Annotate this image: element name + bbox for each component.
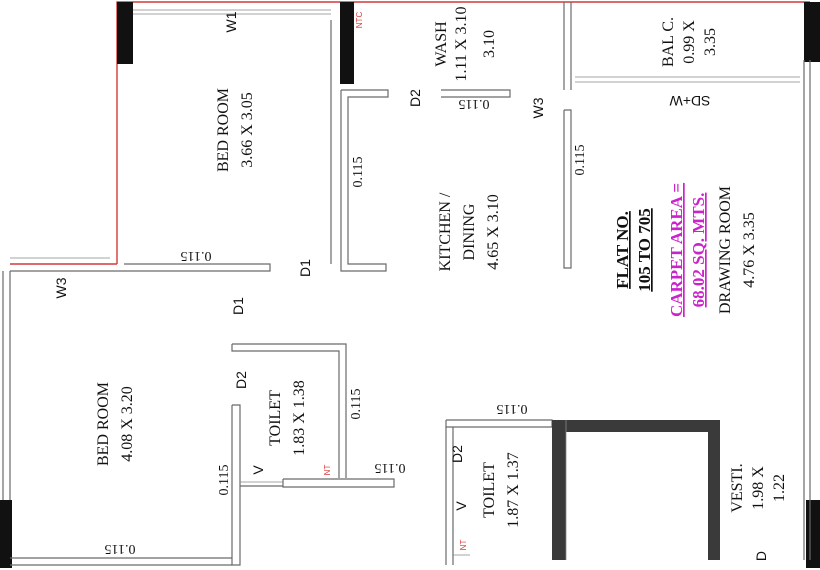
vesti-name: VESTI.: [729, 463, 746, 512]
wash-size: 1.11 X 3.10: [453, 7, 470, 82]
dim-bed2-bottom: 0.115: [105, 541, 136, 556]
wash-label: WASH 1.11 X 3.10: [433, 7, 470, 82]
toilet-1-size: 1.83 X 1.38: [291, 380, 308, 456]
kitchen-size: 4.65 X 3.10: [485, 194, 502, 270]
note-nt-a: NT: [323, 465, 332, 476]
drawing-room-size: 4.76 X 3.35: [741, 212, 758, 288]
tag-sdw: SD+W: [669, 93, 711, 109]
tag-w1: W1: [223, 11, 239, 32]
thick-walls: [552, 420, 720, 560]
tag-w3-left: W3: [53, 277, 69, 298]
balc-size-a: 0.99 X: [681, 20, 698, 64]
toilet-2-size: 1.87 X 1.37: [505, 452, 522, 528]
kitchen-name-a: KITCHEN /: [437, 192, 454, 271]
tag-d2-c: D2: [449, 445, 465, 463]
balc-size-b: 3.35: [702, 28, 719, 56]
window-lines: [10, 9, 567, 560]
toilet-2-label: TOILET 1.87 X 1.37: [481, 452, 522, 528]
toilet-1-label: TOILET 1.83 X 1.38: [267, 380, 308, 456]
dim-toilet2-top: 0.115: [497, 401, 528, 416]
flat-number-label: FLAT NO.: [613, 211, 632, 289]
bed-room-2-name: BED ROOM: [95, 382, 112, 466]
carpet-area-label: CARPET AREA =: [667, 183, 686, 317]
bed-room-2-label: BED ROOM 4.08 X 3.20: [95, 382, 136, 466]
tag-d2-b: D2: [233, 371, 249, 389]
note-ntc: NTC: [355, 12, 364, 29]
dim-bed1-bottom: 0.115: [181, 248, 212, 263]
dim-kitchen-left: 0.115: [351, 157, 366, 188]
balc-label: BAL C. 0.99 X 3.35: [660, 17, 719, 67]
wash-name: WASH: [433, 21, 450, 67]
dim-toilet1-bottom: 0.115: [375, 460, 406, 475]
toilet-1-name: TOILET: [267, 390, 284, 446]
tag-d2-a: D2: [407, 89, 423, 107]
balc-name: BAL C.: [660, 17, 677, 67]
toilet-2-name: TOILET: [481, 462, 498, 518]
tag-v-b: V: [453, 501, 469, 511]
tag-d1-b: D1: [230, 297, 246, 315]
tag-v-a: V: [250, 465, 266, 475]
kitchen-name-b: DINING: [461, 203, 478, 260]
bed-room-2-size: 4.08 X 3.20: [119, 386, 136, 462]
flat-number-range: 105 TO 705: [635, 208, 654, 291]
tag-w3-top: W3: [530, 97, 546, 118]
wash-size-2: 3.10: [481, 30, 498, 58]
dim-bed2-right: 0.115: [217, 465, 232, 496]
flat-info: FLAT NO. 105 TO 705 CARPET AREA = 68.02 …: [613, 183, 758, 317]
bed-room-1-name: BED ROOM: [215, 88, 232, 172]
walls: [2, 2, 811, 566]
bed-room-1-label: BED ROOM 3.66 X 3.05: [215, 88, 256, 172]
note-nt-b: NT: [459, 540, 468, 551]
dim-kitchen-right: 0.115: [573, 145, 588, 176]
vesti-label: VESTI. 1.98 X 1.22: [729, 463, 788, 512]
dim-toilet1-right: 0.115: [349, 389, 364, 420]
vesti-size-b: 1.22: [771, 474, 788, 502]
tag-d1-a: D1: [297, 259, 313, 277]
carpet-area-value: 68.02 SQ. MTS.: [689, 193, 708, 308]
dim-wash: 0.115: [459, 96, 490, 111]
vesti-size-a: 1.98 X: [750, 466, 767, 510]
bed-room-1-size: 3.66 X 3.05: [239, 92, 256, 168]
kitchen-label: KITCHEN / DINING 4.65 X 3.10: [437, 192, 502, 271]
drawing-room-name: DRAWING ROOM: [717, 186, 734, 314]
tag-d-vesti: D: [753, 551, 769, 561]
